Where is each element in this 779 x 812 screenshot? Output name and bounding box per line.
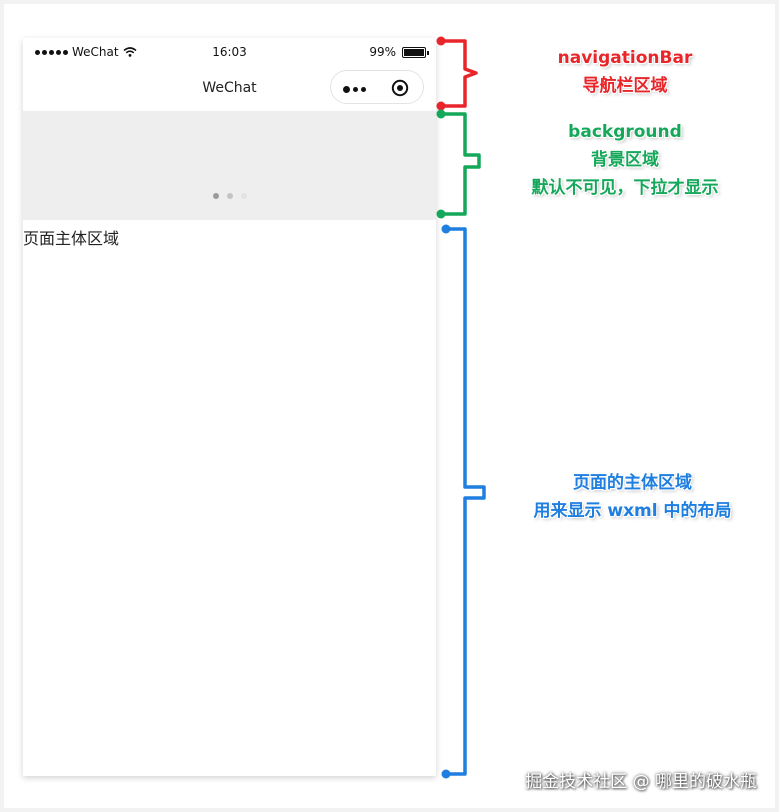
carrier-label: WeChat (72, 45, 119, 59)
background-brace (436, 109, 481, 219)
nav-title: WeChat (202, 80, 257, 96)
loading-dot (227, 193, 233, 199)
nav-annotation-line2: 导航栏区域 (582, 76, 668, 96)
navigation-bar: WeChat (23, 68, 436, 111)
signal-dots-icon (35, 49, 68, 55)
body-annotation-line1: 页面的主体区域 (573, 473, 692, 493)
background-annotation-line3: 默认不可见，下拉才显示 (531, 178, 719, 198)
battery-icon (402, 46, 429, 58)
battery-fill (404, 48, 424, 56)
menu-capsule[interactable] (330, 70, 424, 104)
status-time: 16:03 (212, 45, 247, 59)
background-annotation-line2: 背景区域 (591, 150, 659, 170)
status-right: 99% (369, 45, 429, 59)
body-annotation-line2: 用来显示 wxml 中的布局 (533, 501, 732, 521)
loading-dots-icon (213, 193, 247, 199)
more-dots-icon[interactable] (343, 86, 366, 93)
body-annotation: 页面的主体区域 用来显示 wxml 中的布局 (500, 469, 765, 525)
wifi-icon (123, 47, 137, 57)
nav-annotation-line1: navigationBar (557, 48, 693, 68)
watermark: 掘金技术社区 @ 哪里的破水瓶 (525, 772, 757, 792)
nav-annotation: navigationBar 导航栏区域 (520, 44, 730, 100)
target-circle-icon[interactable] (391, 79, 409, 97)
nav-brace (436, 36, 478, 111)
battery-percent: 99% (369, 45, 396, 59)
status-left: WeChat (35, 45, 137, 59)
phone-screen: WeChat 16:03 99% WeChat (23, 38, 436, 776)
background-annotation-line1: background (568, 122, 682, 142)
body-brace (441, 224, 486, 779)
loading-dot (213, 193, 219, 199)
background-area (23, 111, 436, 220)
page-body-text: 页面主体区域 (23, 229, 120, 248)
background-annotation: background 背景区域 默认不可见，下拉才显示 (500, 118, 750, 202)
status-bar: WeChat 16:03 99% (23, 38, 436, 68)
loading-dot (241, 193, 247, 199)
